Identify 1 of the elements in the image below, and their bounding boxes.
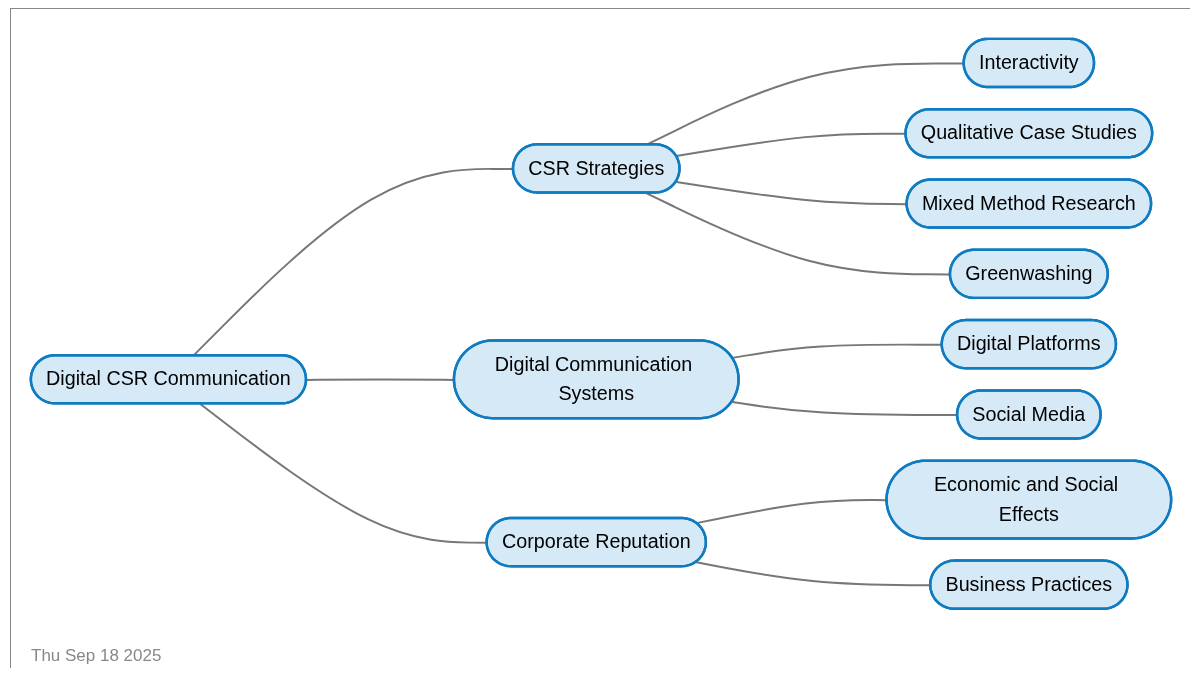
date-note: Thu Sep 18 2025 bbox=[31, 646, 162, 666]
